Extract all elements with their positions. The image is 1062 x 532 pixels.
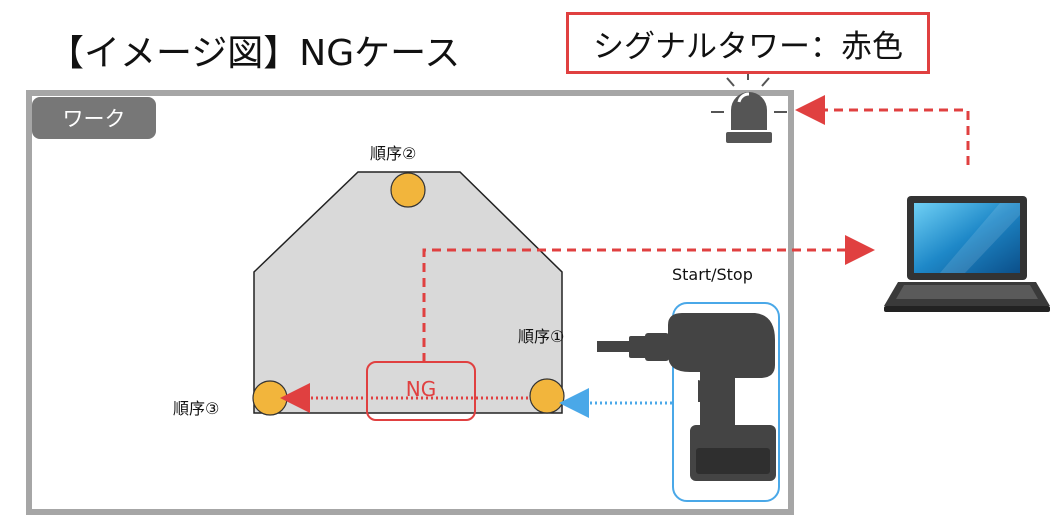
ng-result-badge: NG (366, 361, 476, 421)
tower-signal-line (795, 95, 970, 165)
bolt-step3 (252, 380, 288, 416)
tool-frame (672, 302, 780, 502)
start-stop-label: Start/Stop (672, 265, 753, 284)
page-title: 【イメージ図】NGケース (48, 33, 461, 74)
result-signal-line (422, 235, 875, 362)
signal-tower-icon (711, 68, 787, 143)
step1-label: 順序① (518, 327, 565, 346)
bolt-step1 (529, 378, 565, 414)
laptop-icon (884, 196, 1050, 312)
step3-label: 順序③ (173, 399, 220, 418)
step2-label: 順序② (370, 144, 417, 163)
work-label: ワーク (32, 97, 156, 139)
work-area-frame (26, 90, 794, 515)
signal-tower-label: シグナルタワー：赤色 (566, 12, 930, 74)
impact-driver-icon (597, 313, 776, 481)
bolt-step2 (390, 172, 426, 208)
